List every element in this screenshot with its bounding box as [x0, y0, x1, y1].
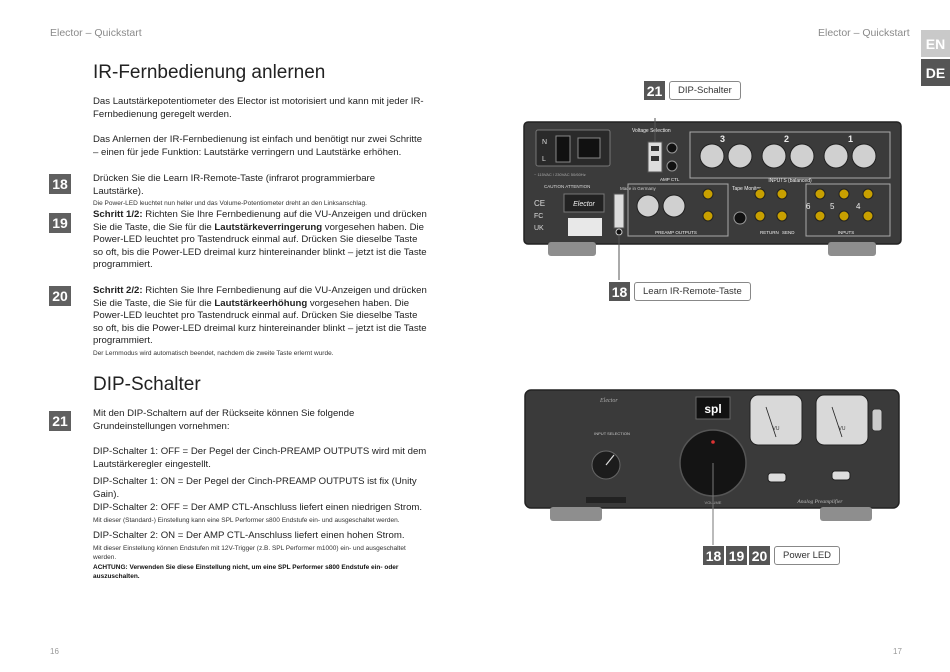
svg-text:N: N [542, 139, 547, 146]
section-title-ir: IR-Fernbedienung anlernen [93, 62, 326, 83]
dip-2-off: DIP-Schalter 2: OFF = Der AMP CTL-Anschl… [93, 502, 428, 525]
step-19-lead: Schritt 1/2: [93, 209, 143, 220]
rear-panel-illustration: N L ~ 115VAC / 230VAC 50/60Hz CAUTION AT… [523, 118, 902, 280]
step-20-note: Der Lernmodus wird automatisch beendet, … [93, 349, 334, 357]
rear-inputs: INPUTS [838, 230, 855, 235]
rear-return: RETURN [760, 230, 779, 235]
step-20-text: Schritt 2/2: Richten Sie Ihre Fernbedien… [93, 285, 428, 358]
running-header-right: Elector – Quickstart [818, 27, 910, 39]
rear-ch-1: 1 [848, 134, 853, 144]
step-19-text: Schritt 1/2: Richten Sie Ihre Fernbedien… [93, 209, 428, 272]
rear-preamp-outputs: PREAMP OUTPUTS [655, 230, 697, 235]
rear-tape-monitor: Tape Monitor [732, 186, 761, 192]
lang-tab-en[interactable]: EN [921, 30, 950, 57]
callout-learn-label: Learn IR-Remote-Taste [634, 282, 751, 301]
svg-text:VU: VU [773, 426, 780, 432]
svg-text:VU: VU [839, 426, 846, 432]
dip-2-on-main: DIP-Schalter 2: ON = Der AMP CTL-Anschlu… [93, 530, 405, 541]
step-19-pre: Richten Sie Ihre Fernbedienung auf die V… [93, 209, 427, 233]
svg-text:FC: FC [534, 213, 543, 220]
front-model: Elector [599, 398, 618, 404]
svg-text:L: L [542, 156, 546, 163]
front-toggle-2[interactable] [831, 470, 851, 481]
rear-ch-6: 6 [806, 202, 811, 211]
step-badge-18: 18 [49, 174, 71, 194]
step-19-post: vorgesehen haben. Die Power-LED leuchtet… [93, 221, 427, 271]
callout-dip-label: DIP-Schalter [669, 81, 741, 100]
step-18-note: Die Power-LED leuchtet nun heller und da… [93, 200, 367, 208]
dip-intro: Mit den DIP-Schaltern auf der Rückseite … [93, 408, 355, 432]
svg-text:CE: CE [534, 199, 545, 208]
step-20-post: vorgesehen haben. Die Power-LED leuchtet… [93, 297, 427, 347]
dip-2-off-main: DIP-Schalter 2: OFF = Der AMP CTL-Anschl… [93, 502, 423, 513]
callout-power-num-19: 19 [726, 546, 747, 565]
dip-2-on-note: Mit dieser Einstellung können Endstufen … [93, 544, 406, 561]
callout-power-num-18: 18 [703, 546, 724, 565]
rear-brand: Elector [573, 201, 595, 208]
svg-text:~ 115VAC / 230VAC 50/60Hz: ~ 115VAC / 230VAC 50/60Hz [534, 172, 586, 177]
power-led [711, 440, 715, 444]
callout-learn-num: 18 [609, 282, 630, 301]
rear-send: SEND [782, 230, 795, 235]
front-tagline: Analog Preamplifier [796, 498, 843, 505]
step-19-bold: Lautstärkeverringerung [214, 221, 323, 233]
rear-made-in: Made in Germany [620, 186, 657, 191]
rear-ch-2: 2 [784, 134, 789, 144]
page-number-right: 17 [893, 647, 902, 656]
dip-2-off-note: Mit dieser (Standard-) Einstellung kann … [93, 516, 400, 524]
callout-power-led: 18 19 20 Power LED [703, 546, 841, 565]
callout-power-num-20: 20 [749, 546, 770, 565]
front-input-selection: INPUT SELECTION [594, 431, 630, 436]
front-logo: spl [704, 402, 721, 416]
dip-2-on-warning: ACHTUNG: Verwenden Sie diese Einstellung… [93, 563, 399, 580]
rear-ch-3: 3 [720, 134, 725, 144]
lang-tab-de[interactable]: DE [921, 59, 950, 86]
dip-2-on: DIP-Schalter 2: ON = Der AMP CTL-Anschlu… [93, 530, 428, 581]
callout-learn: 18 Learn IR-Remote-Taste [609, 282, 751, 301]
front-panel-illustration: Elector spl INPUT SELECTION VOLUME VU VU… [524, 389, 900, 545]
ir-intro-2: Das Anlernen der IR-Fernbedienung ist ei… [93, 134, 423, 158]
step-20-pre: Richten Sie Ihre Fernbedienung auf die V… [93, 285, 427, 309]
dip-1-on: DIP-Schalter 1: ON = Der Pegel der Cinch… [93, 476, 417, 500]
rear-ch-5: 5 [830, 202, 835, 211]
section-title-dip: DIP-Schalter [93, 374, 201, 395]
vu-meter-left: VU [749, 394, 803, 446]
dip-1-off: DIP-Schalter 1: OFF = Der Pegel der Cinc… [93, 446, 427, 470]
svg-text:CAUTION ATTENTION: CAUTION ATTENTION [544, 184, 590, 189]
rear-ch-4: 4 [856, 202, 861, 211]
rear-amp-ctl: AMP CTL [660, 177, 680, 182]
step-20-lead: Schritt 2/2: [93, 285, 143, 296]
step-badge-19: 19 [49, 213, 71, 233]
svg-text:UK: UK [534, 225, 544, 232]
step-18-main: Drücken Sie die Learn IR-Remote-Taste (i… [93, 173, 376, 197]
step-badge-21: 21 [49, 411, 71, 431]
step-18-text: Drücken Sie die Learn IR-Remote-Taste (i… [93, 173, 428, 208]
rear-learn-button[interactable] [615, 228, 623, 236]
rear-inputs-balanced: INPUTS (balanced) [768, 178, 812, 184]
vu-meter-right: VU [815, 394, 869, 446]
front-toggle-1[interactable] [767, 472, 787, 483]
callout-dip-num: 21 [644, 81, 665, 100]
running-header-left: Elector – Quickstart [50, 27, 142, 39]
callout-dip: 21 DIP-Schalter [644, 81, 741, 100]
callout-power-label: Power LED [774, 546, 841, 565]
step-20-bold: Lautstärkeerhöhung [214, 297, 308, 309]
rear-voltage-label: Voltage Selection [632, 128, 671, 134]
ir-intro-1: Das Lautstärkepotentiometer des Elector … [93, 96, 424, 120]
step-badge-20: 20 [49, 286, 71, 306]
page-number-left: 16 [50, 647, 59, 656]
